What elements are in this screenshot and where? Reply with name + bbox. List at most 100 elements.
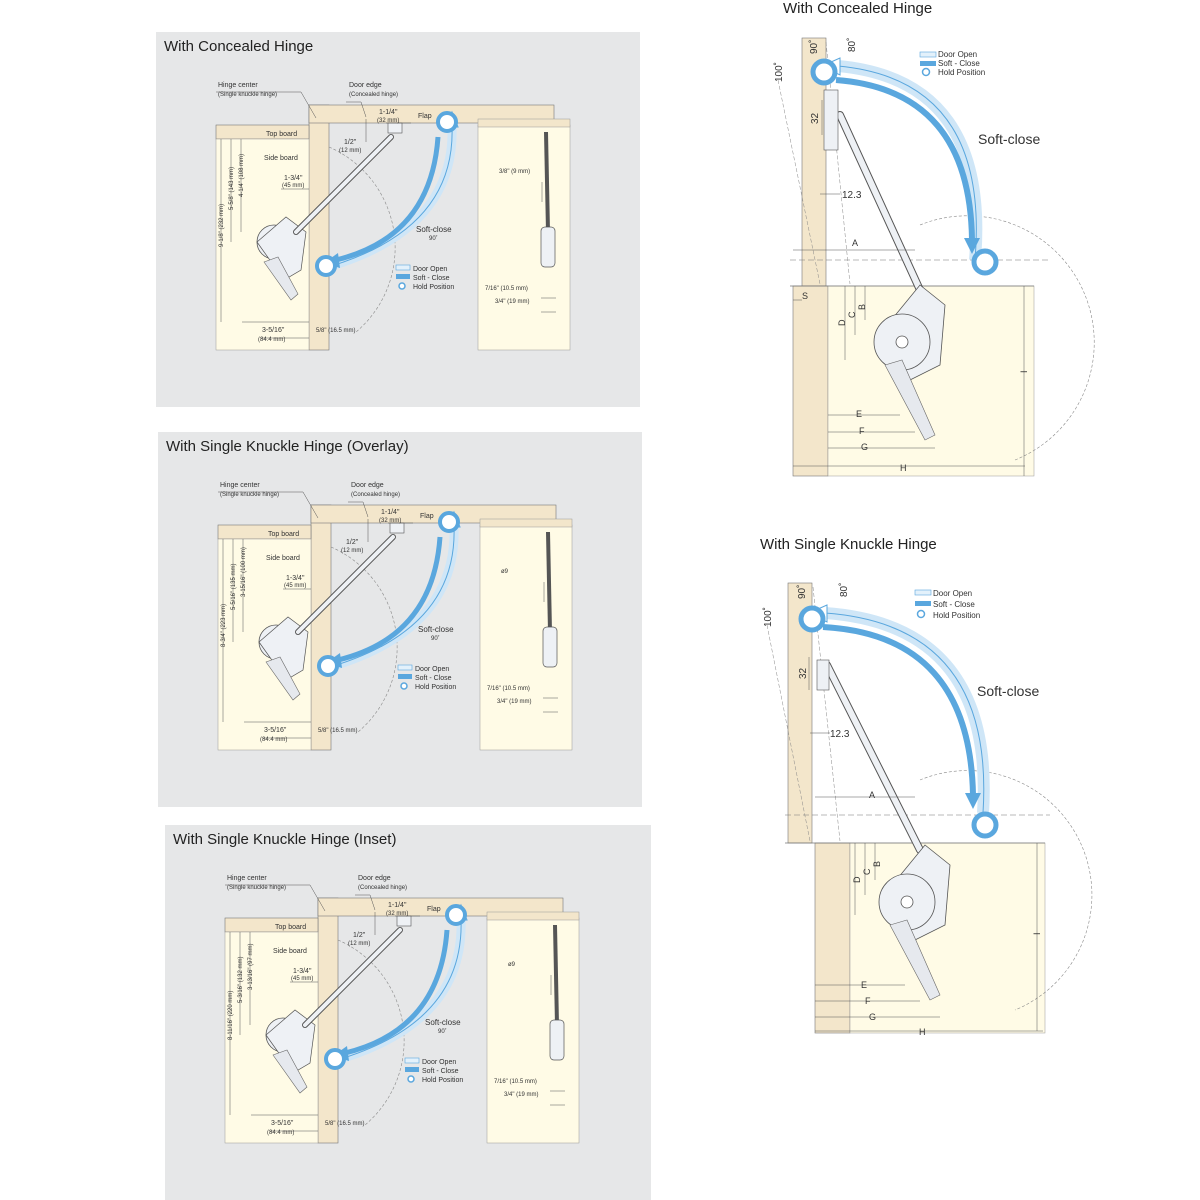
legend-door-open-swatch [919,51,937,58]
legend-hold-position: Hold Position [413,284,454,291]
legend-hold-position: Hold Position [933,611,980,620]
legend-door-open: Door Open [938,50,977,59]
legend-soft-close-swatch [920,61,936,66]
hinge-center-label: Hinge center [218,82,258,89]
lift-arm-inner [294,135,393,234]
soft-close-arrow-head [965,793,981,809]
legend-hold-position: Hold Position [422,1077,463,1084]
door-open-arrow-edge [322,525,455,670]
legend-hold-position-icon [921,67,931,77]
mechanism-foot [272,1049,308,1094]
panel-title: With Single Knuckle Hinge (Inset) [173,831,397,848]
door-open-arrow-edge [329,918,462,1063]
hinge-center-label: Hinge center [220,482,260,489]
dimension-lines [225,884,565,1132]
side-arm [546,531,552,633]
dim-84mm: (84.4 mm) [260,737,287,743]
hold-position-bottom [317,655,339,677]
dim-C: C [862,868,872,875]
soft-close-arrow [344,929,450,1056]
door-open-arrow-edge [837,65,977,261]
side-board [308,104,330,351]
hinge-knuckle [816,659,830,691]
dim-r3: 3/4" (19 mm) [504,1092,538,1098]
side-view-top [477,118,571,128]
dim-5-8: 5/8" (16.5 mm) [318,728,357,734]
dim-C: C [847,311,857,318]
soft-close-label: Soft-close [425,1018,461,1027]
dim-r3: 3/4" (19 mm) [495,299,529,305]
dimension-lines [218,491,558,739]
side-view-top [486,911,580,921]
dim-G: G [861,442,868,452]
panel-title: With Concealed Hinge [164,38,314,55]
hinge-plate [387,122,403,134]
dim-5-8: 5/8" (16.5 mm) [316,328,355,334]
legend-hold-position-icon [400,682,408,690]
dim-32mm: (32 mm) [386,911,408,917]
dim-r2: 7/16" (10.5 mm) [487,686,530,692]
soft-close-label: Soft-close [416,225,452,234]
dim-5-8: 5/8" (16.5 mm) [325,1121,364,1127]
dim-45mm: (45 mm) [284,583,306,589]
dim-12mm: (12 mm) [348,941,370,947]
dim-12mm: (12 mm) [341,548,363,554]
detail-knuckle-title: With Single Knuckle Hinge [760,536,937,553]
side-arm [553,924,559,1026]
dim-I: I [1019,370,1029,373]
side-view [477,124,571,351]
dim-84mm: (84.4 mm) [267,1130,294,1136]
dim-A: A [869,790,875,800]
panel-1: With Concealed Hinge [156,32,640,407]
lift-arm-inner [296,535,395,634]
angle-100 [766,624,811,842]
door-open-arrow-edge [824,612,985,814]
dim-r1: ø9 [508,962,516,968]
panel-diagram: Hinge center (Single knuckle hinge) Door… [217,482,573,751]
cabinet-side [814,842,851,1034]
dim-32mm: (32 mm) [379,518,401,524]
mechanism-foot [884,359,936,441]
dim-E: E [856,409,862,419]
mechanism-foot [265,656,301,701]
cabinet-side [792,285,829,477]
panel-2: With Single Knuckle Hinge (Overlay) [158,432,642,807]
detail-concealed-title: With Concealed Hinge [783,0,933,17]
door-edge-label: Door edge [349,82,382,89]
dim-3-5-16: 3-5/16" [262,327,285,334]
side-board-label: Side board [266,555,300,562]
dim-45mm: (45 mm) [282,183,304,189]
panel-diagram: Hinge center (Single knuckle hinge) Door… [215,82,571,351]
dim-H: H [900,463,907,473]
dim-E: E [861,980,867,990]
legend-door-open: Door Open [933,589,972,598]
dimension-lines [216,91,556,339]
hold-position-bottom [971,811,999,839]
dimension-lines [808,657,1043,1032]
dim-v3: 3-13/16" (97 mm) [248,944,254,990]
angle-100-label: 100˚ [762,607,774,627]
angle-label: 90˚ [438,1028,447,1035]
mechanism-foot [263,256,299,301]
swing-arc [919,770,1093,1011]
door-open-arrow-edge [320,125,453,270]
mechanism-hub [895,335,909,349]
hold-position-top [438,511,460,533]
dim-32: 32 [810,112,821,124]
soft-close-label: Soft-close [418,625,454,634]
dim-v2: 5-3/16" (132 mm) [238,957,244,1003]
flap [317,897,564,917]
hold-position-bottom [315,255,337,277]
dim-v1: 9-1/8" (232 mm) [219,204,225,247]
mechanism-hub [900,895,914,909]
detail-concealed-diagram: 90˚ 80˚ 100˚ 32 12.3 Soft-close A S B C … [773,38,1095,477]
dim-B: B [872,861,882,867]
dim-v3: 3-15/16" (100 mm) [241,547,247,597]
dim-3-5-16: 3-5/16" [271,1120,294,1127]
dim-1-3-4: 1-3/4" [286,575,305,582]
door-edge-sublabel: (Concealed hinge) [351,492,400,498]
legend-door-open: Door Open [413,266,447,273]
hinge-plate [823,89,839,151]
dim-1-1-4: 1-1/4" [379,109,398,116]
dim-12-3: 12.3 [842,190,862,201]
